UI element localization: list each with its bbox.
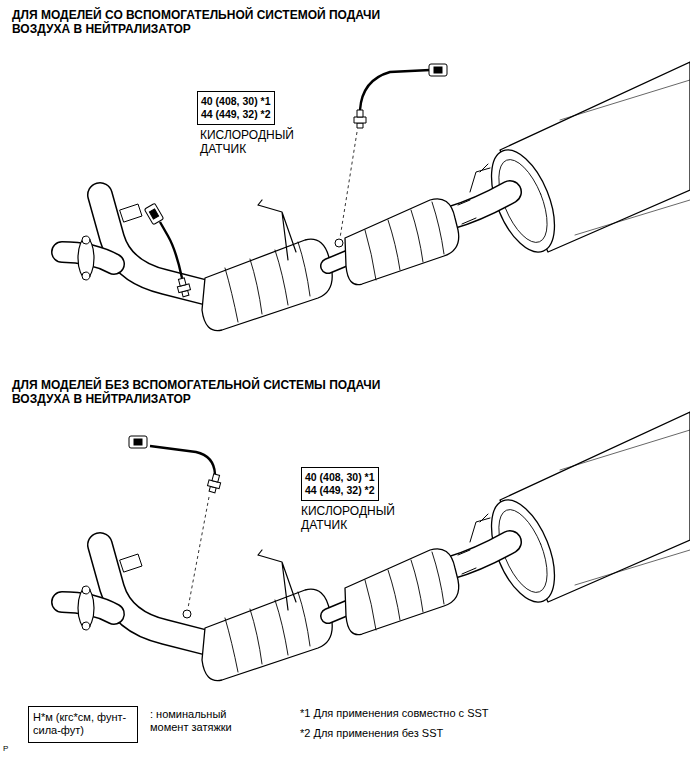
torque-box: 40 (408, 30) *144 (449, 32) *2 [197, 91, 275, 125]
section-heading: ДЛЯ МОДЕЛЕЙ БЕЗ ВСПОМОГАТЕЛЬНОЙ СИСТЕМЫ … [12, 378, 392, 407]
part-name: КИСЛОРОДНЫЙ ДАТЧИК [301, 504, 411, 533]
footnote: *2 Для применения без SST [300, 727, 630, 740]
part-name: КИСЛОРОДНЫЙ ДАТЧИК [200, 128, 310, 157]
torque-value: 40 (408, 30) *1 [305, 471, 374, 484]
torque-box: 40 (408, 30) *144 (449, 32) *2 [301, 467, 379, 501]
torque-value: 44 (449, 32) *2 [201, 108, 270, 121]
unit-legend-box: Н*м (кгс*см, фунт-сила-фут) [28, 706, 138, 743]
section-heading: ДЛЯ МОДЕЛЕЙ СО ВСПОМОГАТЕЛЬНОЙ СИСТЕМОЙ … [12, 8, 392, 37]
legend-text: : номинальный момент затяжки [150, 708, 250, 734]
figure-code: P [3, 744, 23, 754]
torque-value: 44 (449, 32) *2 [305, 484, 374, 497]
torque-value: 40 (408, 30) *1 [201, 95, 270, 108]
footnote: *1 Для применения совместно с SST [300, 707, 630, 720]
unit-text: Н*м (кгс*см, фунт-сила-фут) [33, 711, 133, 737]
